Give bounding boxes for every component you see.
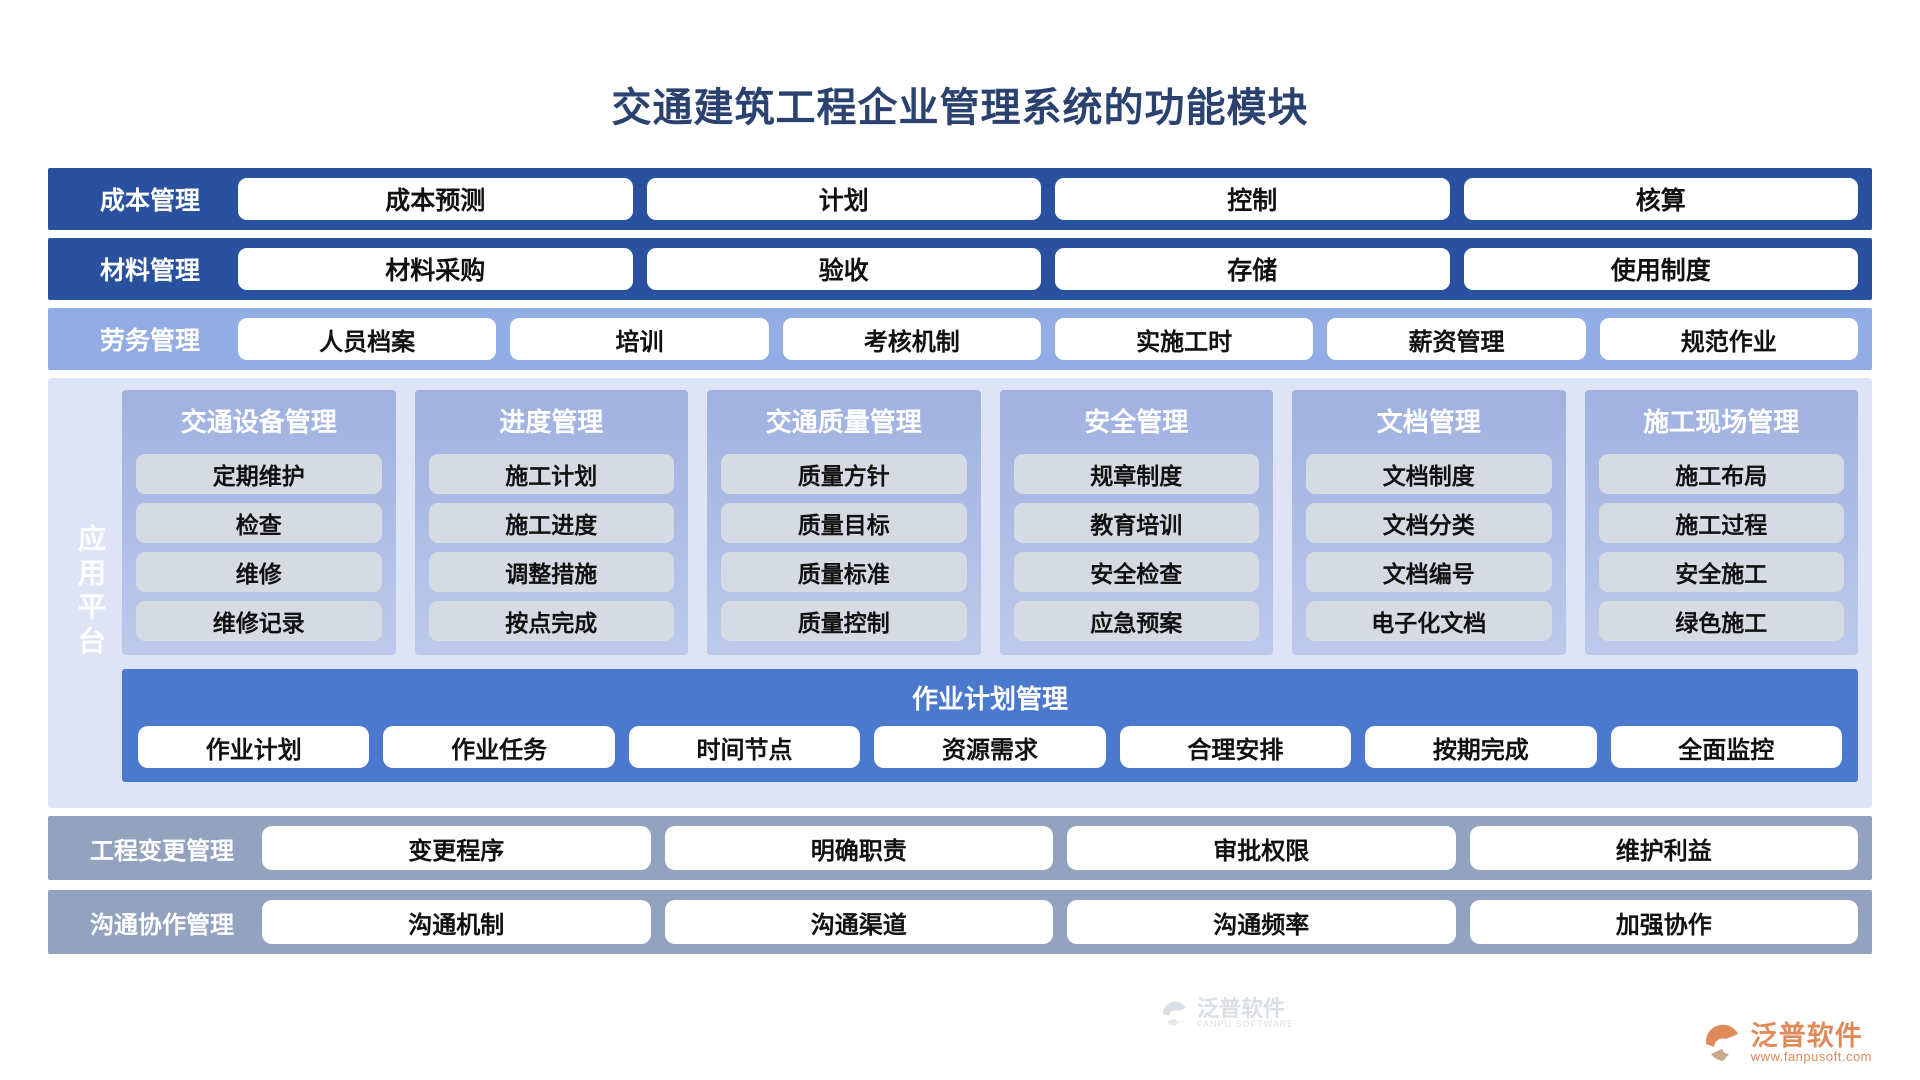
- bottom-bands-group: 工程变更管理变更程序明确职责审批权限维护利益沟通协作管理沟通机制沟通渠道沟通频率…: [48, 816, 1872, 954]
- fanpu-watermark-cn: 泛普软件: [1197, 996, 1286, 1021]
- module-pill[interactable]: 验收: [646, 248, 1041, 290]
- module-chip[interactable]: 应急预案: [1013, 601, 1259, 641]
- operation-plan-pill[interactable]: 作业任务: [383, 726, 615, 768]
- page-title: 交通建筑工程企业管理系统的功能模块: [611, 86, 1309, 130]
- module-chip[interactable]: 施工进度: [428, 503, 674, 543]
- module-chip[interactable]: 维修: [136, 552, 382, 592]
- module-column-title: 进度管理: [499, 407, 604, 437]
- module-column: 交通设备管理定期维护检查维修维修记录: [122, 390, 396, 655]
- module-chip[interactable]: 按点完成: [428, 601, 674, 641]
- module-chip[interactable]: 电子化文档: [1306, 601, 1552, 641]
- bottom-band-label: 沟通协作管理: [90, 911, 234, 939]
- operation-plan-pill[interactable]: 时间节点: [628, 726, 861, 768]
- operation-plan-pill[interactable]: 全面监控: [1610, 726, 1842, 768]
- module-chip[interactable]: 检查: [136, 503, 382, 543]
- module-column-title: 文档管理: [1376, 407, 1481, 437]
- module-column-title: 交通质量管理: [765, 407, 922, 437]
- module-chip[interactable]: 质量控制: [721, 601, 967, 641]
- application-platform-label: 应用平台: [75, 524, 106, 660]
- module-column-title: 施工现场管理: [1643, 407, 1800, 437]
- fanpu-watermark-icon: [1162, 1001, 1186, 1026]
- module-chip[interactable]: 绿色施工: [1598, 601, 1844, 641]
- module-chip[interactable]: 质量方针: [721, 454, 967, 494]
- module-chip[interactable]: 施工计划: [428, 454, 674, 494]
- module-pill[interactable]: 存储: [1055, 248, 1450, 290]
- module-pill[interactable]: 使用制度: [1463, 248, 1858, 290]
- module-pill[interactable]: 加强协作: [1469, 900, 1858, 944]
- module-pill[interactable]: 计划: [646, 178, 1041, 220]
- operation-plan-pill[interactable]: 合理安排: [1119, 726, 1352, 768]
- fanpu-logo: 泛普软件 www.fanpusoft.com: [1703, 1022, 1872, 1064]
- operation-plan-items: 作业计划作业任务时间节点资源需求合理安排按期完成全面监控: [138, 726, 1842, 768]
- bottom-band-label: 工程变更管理: [90, 837, 234, 865]
- module-chip[interactable]: 定期维护: [136, 454, 382, 494]
- module-chip[interactable]: 安全检查: [1013, 552, 1259, 592]
- module-pill[interactable]: 审批权限: [1067, 826, 1456, 870]
- module-column: 施工现场管理施工布局施工过程安全施工绿色施工: [1584, 390, 1858, 655]
- top-band-items: 成本预测计划控制核算: [238, 178, 1858, 220]
- module-column: 文档管理文档制度文档分类文档编号电子化文档: [1292, 390, 1566, 655]
- top-band-items: 人员档案培训考核机制实施工时薪资管理规范作业: [238, 318, 1858, 360]
- fanpu-logo-icon: [1705, 1024, 1738, 1061]
- module-pill[interactable]: 成本预测: [238, 178, 633, 220]
- module-pill[interactable]: 核算: [1463, 178, 1858, 220]
- bottom-band-row: 沟通协作管理沟通机制沟通渠道沟通频率加强协作: [48, 890, 1872, 954]
- module-column: 进度管理施工计划施工进度调整措施按点完成: [414, 390, 688, 655]
- top-band-label: 材料管理: [99, 257, 200, 285]
- bottom-band-row: 工程变更管理变更程序明确职责审批权限维护利益: [48, 816, 1872, 880]
- application-platform-panel: 应用平台 交通设备管理定期维护检查维修维修记录进度管理施工计划施工进度调整措施按…: [48, 378, 1872, 1029]
- operation-plan-band: 作业计划管理 作业计划作业任务时间节点资源需求合理安排按期完成全面监控: [122, 669, 1858, 782]
- module-pill[interactable]: 人员档案: [238, 318, 497, 360]
- module-chip[interactable]: 施工过程: [1598, 503, 1844, 543]
- module-column: 安全管理规章制度教育培训安全检查应急预案: [999, 390, 1273, 655]
- module-pill[interactable]: 变更程序: [262, 826, 651, 870]
- module-chip[interactable]: 质量标准: [721, 552, 967, 592]
- operation-plan-pill[interactable]: 作业计划: [138, 726, 370, 768]
- top-bands-group: 成本管理 成本预测计划控制核算材料管理 材料采购验收存储使用制度劳务管理 人员档案培训…: [48, 168, 1872, 370]
- module-pill[interactable]: 薪资管理: [1327, 318, 1586, 360]
- module-chip[interactable]: 质量目标: [721, 503, 967, 543]
- module-chip[interactable]: 调整措施: [428, 552, 674, 592]
- module-chip[interactable]: 文档分类: [1306, 503, 1552, 543]
- application-platform-body: 交通设备管理定期维护检查维修维修记录进度管理施工计划施工进度调整措施按点完成交通…: [122, 390, 1858, 794]
- top-band-items: 材料采购验收存储使用制度: [238, 248, 1858, 290]
- module-pill[interactable]: 实施工时: [1054, 318, 1314, 360]
- top-band-label: 劳务管理: [99, 327, 200, 355]
- fanpu-watermark-en: FANPU SOFTWARE: [1197, 1019, 1295, 1029]
- module-chip[interactable]: 安全施工: [1598, 552, 1844, 592]
- fanpu-watermark: 泛普软件 FANPU SOFTWARE: [1160, 998, 1294, 1029]
- module-pill[interactable]: 培训: [510, 318, 769, 360]
- module-chip[interactable]: 文档制度: [1306, 454, 1552, 494]
- bottom-band-items: 沟通机制沟通渠道沟通频率加强协作: [262, 900, 1858, 944]
- operation-plan-pill[interactable]: 按期完成: [1365, 726, 1597, 768]
- module-columns-group: 交通设备管理定期维护检查维修维修记录进度管理施工计划施工进度调整措施按点完成交通…: [122, 390, 1858, 655]
- module-pill[interactable]: 考核机制: [782, 318, 1041, 360]
- module-chip[interactable]: 维修记录: [136, 601, 382, 641]
- module-pill[interactable]: 规范作业: [1599, 318, 1858, 360]
- module-column-title: 安全管理: [1084, 407, 1189, 437]
- top-band-row: 成本管理 成本预测计划控制核算: [48, 168, 1872, 230]
- top-band-row: 材料管理 材料采购验收存储使用制度: [48, 238, 1872, 300]
- module-chip[interactable]: 规章制度: [1013, 454, 1259, 494]
- operation-plan-pill[interactable]: 资源需求: [874, 726, 1106, 768]
- module-chip[interactable]: 文档编号: [1306, 552, 1552, 592]
- module-pill[interactable]: 沟通频率: [1067, 900, 1456, 944]
- operation-plan-title: 作业计划管理: [911, 684, 1068, 714]
- top-band-label: 成本管理: [99, 187, 200, 215]
- module-pill[interactable]: 沟通机制: [262, 900, 651, 944]
- module-pill[interactable]: 控制: [1055, 178, 1450, 220]
- module-chip[interactable]: 施工布局: [1598, 454, 1844, 494]
- module-column-title: 交通设备管理: [180, 407, 337, 437]
- module-pill[interactable]: 明确职责: [664, 826, 1053, 870]
- fanpu-logo-en: www.fanpusoft.com: [1750, 1049, 1872, 1065]
- diagram-frame: 成本管理 成本预测计划控制核算材料管理 材料采购验收存储使用制度劳务管理 人员档案培训…: [48, 168, 1872, 1029]
- fanpu-logo-cn: 泛普软件: [1750, 1021, 1863, 1052]
- module-column: 交通质量管理质量方针质量目标质量标准质量控制: [707, 390, 981, 655]
- module-chip[interactable]: 教育培训: [1013, 503, 1259, 543]
- bottom-band-items: 变更程序明确职责审批权限维护利益: [262, 826, 1858, 870]
- module-pill[interactable]: 维护利益: [1469, 826, 1858, 870]
- top-band-row: 劳务管理 人员档案培训考核机制实施工时薪资管理规范作业: [48, 308, 1872, 370]
- module-pill[interactable]: 材料采购: [238, 248, 633, 290]
- module-pill[interactable]: 沟通渠道: [664, 900, 1053, 944]
